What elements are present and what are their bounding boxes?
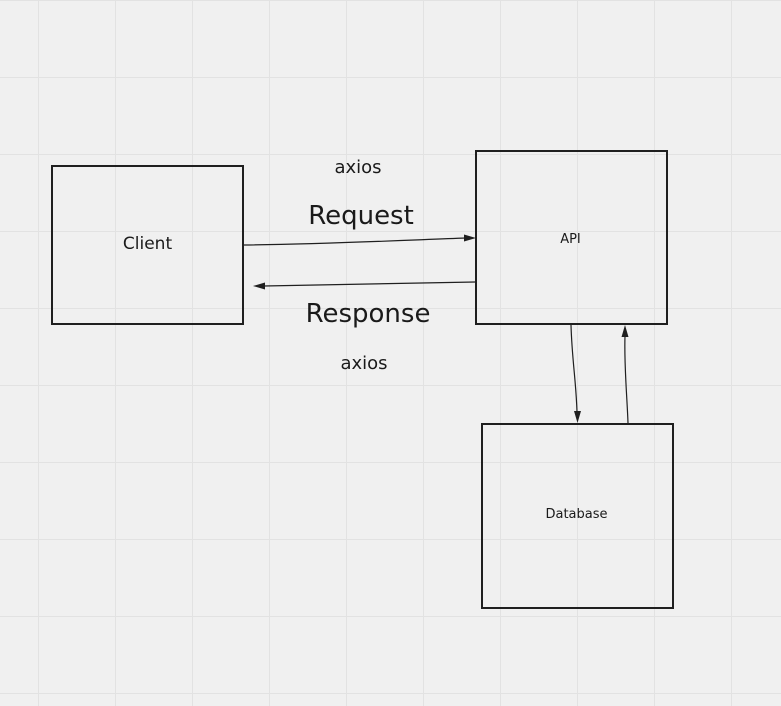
client-node-label: Client xyxy=(122,234,173,254)
edge-api-to-database[interactable] xyxy=(570,324,578,413)
edge-client-to-api[interactable] xyxy=(243,237,467,246)
api-node-label: API xyxy=(560,232,581,247)
edge-database-to-api[interactable] xyxy=(624,335,629,424)
response-label: Response xyxy=(305,299,431,329)
request-library-label: axios xyxy=(334,157,382,178)
database-node-label: Database xyxy=(545,506,608,522)
edge-database-to-api-arrowhead xyxy=(621,325,629,337)
edge-api-to-database-arrowhead xyxy=(574,411,581,423)
request-label: Request xyxy=(308,201,414,231)
response-library-label: axios xyxy=(340,353,388,374)
api-node[interactable]: API xyxy=(475,150,668,325)
client-node[interactable]: Client xyxy=(51,165,244,325)
database-node[interactable]: Database xyxy=(481,423,674,609)
edge-api-to-client[interactable] xyxy=(263,281,476,287)
edge-api-to-client-arrowhead xyxy=(253,282,265,290)
